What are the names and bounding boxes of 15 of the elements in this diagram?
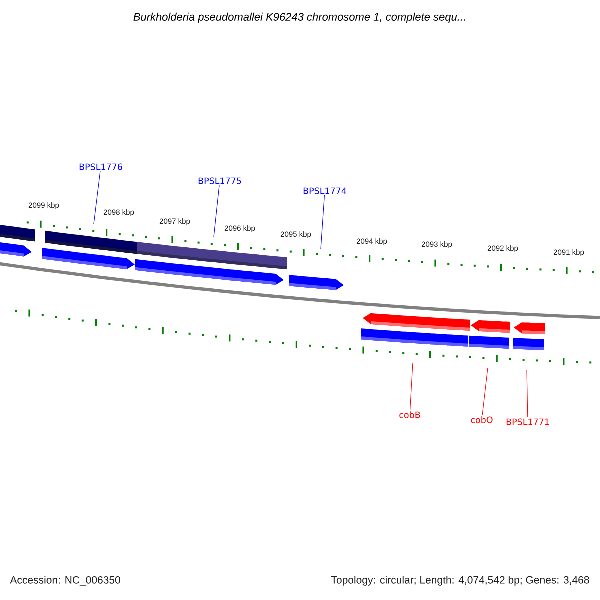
gene-label: BPSL1775 [198, 178, 242, 184]
leader-line [482, 368, 488, 416]
footer-text: Topology: circular; Length: 4,074,542 bp; Genes: 3,468 [331, 576, 590, 586]
leader-line [410, 362, 414, 411]
gene-label: BPSL1776 [80, 164, 122, 170]
gene-label: cobB [400, 412, 420, 418]
gene-label: BPSL1774 [304, 188, 346, 194]
footer-text: Accession: NC_006350 [10, 576, 120, 586]
leader-line [320, 195, 325, 250]
gene-label: cobO [471, 416, 493, 424]
title: Burkholderia pseudomallei K96243 chromosome 1, complete sequ... [134, 12, 466, 24]
leader-line [214, 185, 220, 238]
leader-line [94, 171, 101, 224]
leader-line [526, 370, 528, 418]
gene-label: BPSL1771 [506, 418, 550, 426]
